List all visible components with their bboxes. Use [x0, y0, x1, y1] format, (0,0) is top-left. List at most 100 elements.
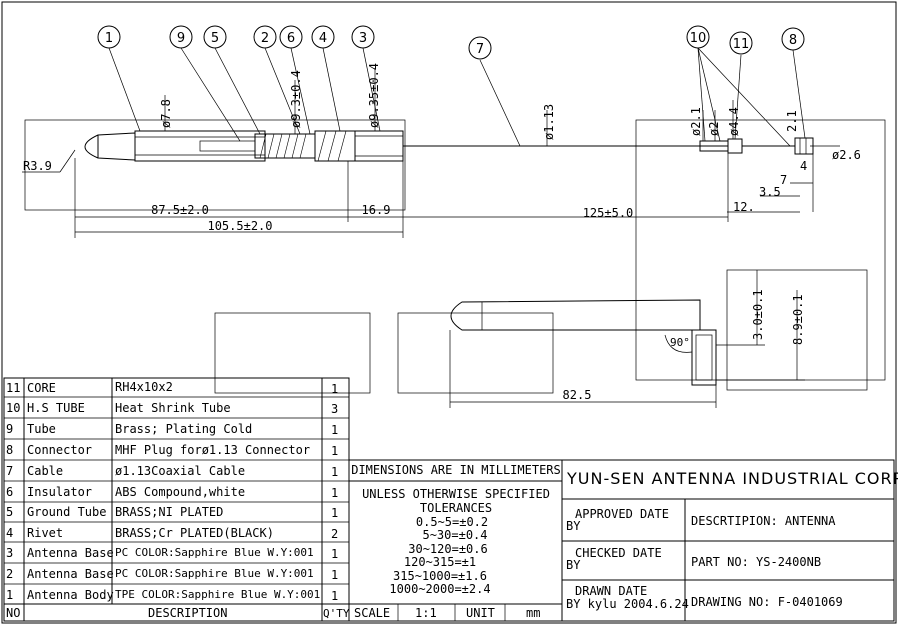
drawn-label: DRAWN DATE [575, 584, 647, 598]
dimension-lines [22, 68, 840, 408]
dim-l30: 3.0±0.1 [751, 289, 765, 340]
bom-no: 5 [6, 505, 13, 519]
bom-name: Antenna Body [27, 588, 114, 602]
dim-l875: 87.5±2.0 [151, 203, 209, 217]
dim-d12: 12. [733, 200, 755, 214]
scale-value: 1:1 [415, 606, 437, 620]
bom-no: 6 [6, 485, 13, 499]
unit-value: mm [526, 606, 540, 620]
bom-qty: 1 [331, 486, 338, 500]
balloon-label: 7 [476, 42, 484, 57]
tol-row: 0.5~5=±0.2 [416, 515, 488, 529]
bom-name: Tube [27, 422, 56, 436]
drawn-by: BY kylu 2004.6.24 [566, 597, 689, 611]
tol-line2: TOLERANCES [420, 501, 492, 515]
bom-desc: PC COLOR:Sapphire Blue W.Y:001 [115, 546, 314, 559]
tol-units: DIMENSIONS ARE IN MILLIMETERS [351, 463, 561, 477]
balloon-4 [311, 25, 335, 49]
checked-by: BY [566, 558, 581, 572]
balloons: 1 9 5 2 6 4 3 7 10 11 8 [97, 25, 805, 60]
balloon-10 [686, 25, 710, 49]
bom-desc: BRASS;NI PLATED [115, 505, 223, 519]
bom-name: Cable [27, 464, 63, 478]
dim-d2: ø2 [707, 122, 721, 136]
bom-no: 8 [6, 443, 13, 457]
balloon-label: 2 [261, 31, 269, 46]
bom-no: 3 [6, 546, 13, 560]
angle-view-frame [726, 269, 868, 391]
bom-no: 9 [6, 422, 13, 436]
blank-frame-2 [397, 312, 554, 394]
tol-row: 120~315=±1 [404, 555, 476, 569]
bom-header-no: NO [6, 606, 20, 620]
bom-name: CORE [27, 381, 56, 395]
dim-l169: 16.9 [362, 203, 391, 217]
tolerance-block: DIMENSIONS ARE IN MILLIMETERS UNLESS OTH… [348, 459, 563, 622]
balloon-label: 3 [359, 31, 367, 46]
bom-no: 11 [6, 381, 20, 395]
approved-by: BY [566, 519, 581, 533]
bom-name: Rivet [27, 526, 63, 540]
bom-qty: 3 [331, 402, 338, 416]
bom-table: 11 CORE RH4x10x2 1 10 H.S TUBE Heat Shri… [3, 377, 350, 622]
dim-d4: 4 [800, 159, 807, 173]
balloon-11 [729, 31, 753, 55]
bom-name: H.S TUBE [27, 401, 85, 415]
bom-desc: Brass; Plating Cold [115, 422, 252, 436]
balloon-label: 5 [211, 31, 219, 46]
balloon-2 [253, 25, 277, 49]
tol-row: 5~30=±0.4 [422, 528, 487, 542]
bom-qty: 1 [331, 547, 338, 561]
balloon-5 [203, 25, 227, 49]
dim-d35: 3.5 [759, 185, 781, 199]
bom-name: Antenna Base [27, 546, 114, 560]
approved-label: APPROVED DATE [575, 507, 669, 521]
tol-row: 315~1000=±1.6 [393, 569, 487, 583]
dim-d78: ø7.8 [159, 99, 173, 128]
tol-row: 30~120=±0.6 [408, 542, 487, 556]
dim-l125: 125±5.0 [583, 206, 634, 220]
dim-d44: ø4.4 [727, 107, 741, 136]
dim-d21a: ø2.1 [689, 107, 703, 136]
leader-lines [108, 47, 806, 147]
tol-line1: UNLESS OTHERWISE SPECIFIED [362, 487, 550, 501]
dim-r39: R3.9 [23, 159, 52, 173]
dim-d26: ø2.6 [832, 148, 861, 162]
dim-d7: 7 [780, 173, 787, 187]
connector-detail [699, 137, 814, 155]
dim-l1055: 105.5±2.0 [207, 219, 272, 233]
dim-l89: 8.9±0.1 [791, 294, 805, 345]
bom-qty: 1 [331, 444, 338, 458]
bom-no: 2 [6, 567, 13, 581]
bom-no: 10 [6, 401, 20, 415]
bom-no: 4 [6, 526, 13, 540]
part-number: PART NO: YS-2400NB [691, 555, 821, 569]
company-name: YUN-SEN ANTENNA INDUSTRIAL CORP. [566, 469, 898, 488]
bom-qty: 1 [331, 465, 338, 479]
balloon-label: 8 [789, 33, 797, 48]
bom-qty: 2 [331, 527, 338, 541]
bom-name: Ground Tube [27, 505, 106, 519]
bom-qty: 1 [331, 423, 338, 437]
dim-d113: ø1.13 [542, 104, 556, 140]
balloon-label: 9 [177, 31, 185, 46]
bom-header-desc: DESCRIPTION [148, 606, 227, 620]
dimension-texts: ø7.8 ø9.3±0.4 ø9.35±0.4 ø1.13 ø2.1 ø2 ø4… [23, 63, 861, 402]
bom-qty: 1 [331, 589, 338, 603]
bom-name: Antenna Base [27, 567, 114, 581]
balloon-label: 1 [105, 31, 113, 46]
balloon-label: 11 [733, 37, 750, 52]
checked-label: CHECKED DATE [575, 546, 662, 560]
unit-label: UNIT [466, 606, 495, 620]
bom-desc: RH4x10x2 [115, 380, 173, 394]
balloon-7 [468, 36, 492, 60]
dim-l825: 82.5 [563, 388, 592, 402]
bom-no: 1 [6, 588, 13, 602]
balloon-label: 10 [690, 31, 707, 46]
drawing-number: DRAWING NO: F-0401069 [691, 595, 843, 609]
blank-frame-1 [214, 312, 371, 394]
bom-desc: PC COLOR:Sapphire Blue W.Y:001 [115, 567, 314, 580]
bom-desc: TPE COLOR:Sapphire Blue W.Y:001 [115, 588, 320, 601]
bom-desc: ø1.13Coaxial Cable [115, 464, 245, 478]
